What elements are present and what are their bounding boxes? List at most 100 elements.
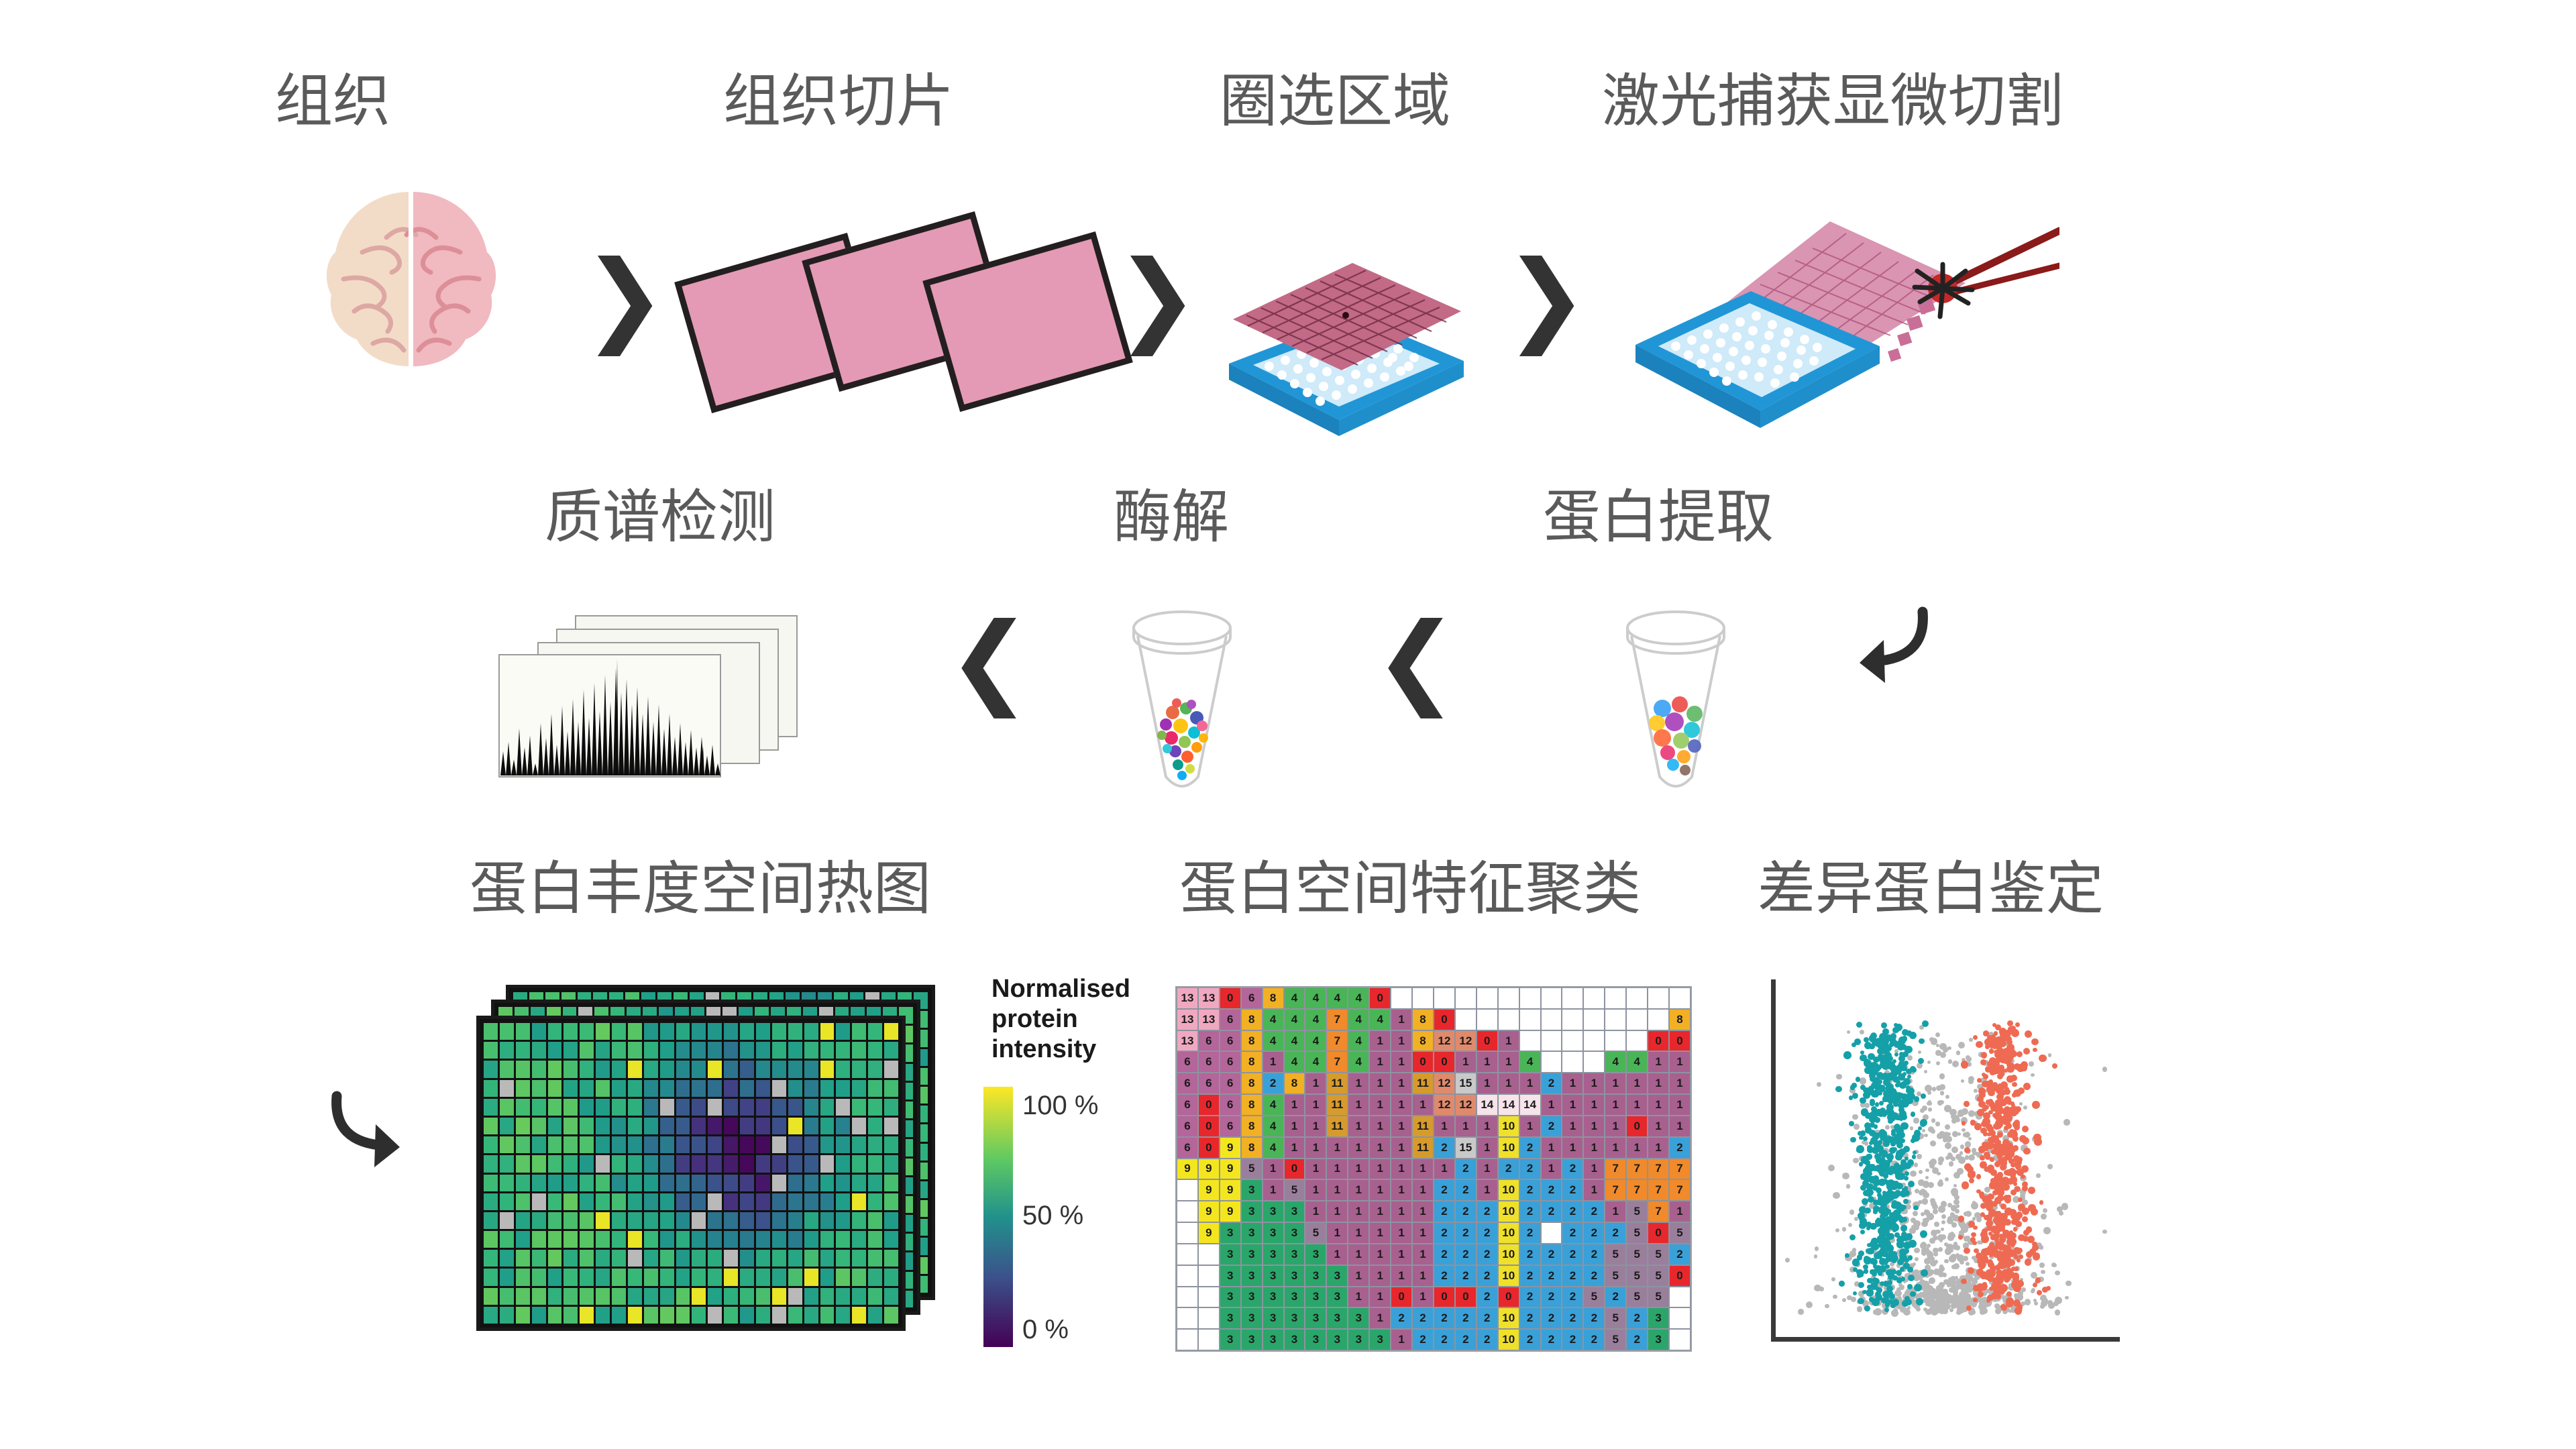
heatmap-cell <box>676 1212 690 1230</box>
heatmap-cell <box>547 1061 562 1078</box>
heatmap-cell <box>596 1042 610 1059</box>
volcano-point-ns <box>1951 1190 1959 1197</box>
volcano-point-down <box>1890 1131 1896 1136</box>
volcano-point-ns <box>1960 1282 1965 1287</box>
heatmap-cell <box>612 1136 626 1154</box>
cluster-cell: 2 <box>1433 1136 1455 1159</box>
volcano-point-ns <box>1939 1299 1943 1303</box>
heatmap-cell <box>836 1079 851 1097</box>
volcano-point-down <box>1906 1030 1913 1036</box>
heatmap-cell <box>676 1174 690 1191</box>
cluster-cell: 1 <box>1369 1286 1391 1308</box>
volcano-point-up <box>1998 1094 2004 1099</box>
volcano-point-up <box>1978 1091 1986 1098</box>
volcano-point-ns <box>1861 1140 1866 1145</box>
volcano-point-up <box>2035 1277 2041 1283</box>
volcano-point-ns <box>1814 1246 1819 1251</box>
volcano-point-ns <box>1935 1085 1942 1091</box>
heatmap-cell <box>596 1174 610 1191</box>
volcano-point-up <box>1991 1282 1998 1290</box>
volcano-point-ns <box>2102 1229 2107 1234</box>
volcano-point-ns <box>1932 1290 1939 1297</box>
volcano-point-down <box>1872 1132 1878 1138</box>
volcano-point-up <box>1982 1112 1990 1120</box>
volcano-point-up <box>2005 1052 2012 1060</box>
cluster-cell <box>1454 987 1477 1009</box>
volcano-point-ns <box>1920 1212 1925 1216</box>
volcano-point-ns <box>1986 1289 1990 1293</box>
volcano-point-ns <box>1966 1271 1972 1278</box>
heatmap-cell <box>531 1269 546 1286</box>
cluster-cell: 4 <box>1626 1051 1648 1073</box>
heatmap-cell <box>868 1136 883 1154</box>
volcano-point-down <box>1894 1232 1900 1238</box>
volcano-point-down <box>1864 1066 1872 1075</box>
heatmap-cell <box>515 1155 530 1173</box>
volcano-point-down <box>1887 1188 1892 1193</box>
volcano-point-up <box>2010 1209 2017 1216</box>
volcano-point-down <box>1913 1130 1921 1137</box>
volcano-point-down <box>1911 1155 1917 1159</box>
cluster-cell: 3 <box>1283 1307 1305 1330</box>
volcano-point-ns <box>1946 1243 1953 1251</box>
volcano-point-ns <box>1984 1138 1989 1143</box>
volcano-point-down <box>1905 1085 1911 1091</box>
heatmap-cell <box>499 1250 514 1267</box>
volcano-point-down <box>1902 1300 1909 1307</box>
volcano-point-ns <box>2028 1061 2034 1067</box>
heatmap-cell <box>627 1098 642 1116</box>
volcano-point-ns <box>1884 1069 1890 1076</box>
volcano-point-ns <box>1854 1281 1860 1287</box>
cluster-cell: 1 <box>1669 1051 1690 1073</box>
volcano-point-down <box>1892 1299 1899 1306</box>
volcano-point-down <box>1862 1197 1869 1205</box>
volcano-point-down <box>1915 1297 1923 1306</box>
volcano-point-down <box>1866 1289 1874 1297</box>
cluster-cell: 1 <box>1348 1201 1370 1223</box>
heatmap-cell <box>564 1117 578 1135</box>
volcano-point-up <box>2051 1063 2058 1069</box>
volcano-point-up <box>1991 1246 1998 1252</box>
volcano-point-ns <box>1964 1141 1972 1148</box>
volcano-point-up <box>1996 1106 2004 1114</box>
cluster-cell <box>1540 1051 1562 1073</box>
volcano-point-up <box>2001 1161 2007 1167</box>
volcano-point-down <box>1888 1042 1894 1047</box>
volcano-point-down <box>1908 1239 1917 1248</box>
volcano-point-down <box>1920 1093 1926 1099</box>
volcano-point-down <box>1880 1247 1885 1253</box>
volcano-point-down <box>1898 1107 1904 1114</box>
cluster-cell: 6 <box>1219 1051 1241 1073</box>
volcano-point-ns <box>1954 1295 1958 1300</box>
volcano-point-up <box>2015 1022 2021 1027</box>
heatmap-cell <box>836 1250 851 1267</box>
volcano-point-ns <box>1858 1291 1865 1297</box>
cluster-cell <box>1497 1008 1519 1030</box>
cluster-cell: 6 <box>1177 1051 1198 1073</box>
volcano-point-ns <box>1965 1293 1972 1299</box>
volcano-point-ns <box>1972 1289 1980 1297</box>
volcano-point-down <box>1900 1065 1908 1072</box>
volcano-point-up <box>2019 1134 2027 1142</box>
cluster-cell: 5 <box>1626 1243 1648 1265</box>
heatmap-cell <box>692 1023 706 1040</box>
volcano-point-ns <box>1930 1307 1935 1312</box>
volcano-point-ns <box>1902 1308 1911 1316</box>
volcano-point-up <box>1991 1034 1996 1039</box>
cluster-cell: 1 <box>1562 1094 1584 1116</box>
volcano-point-ns <box>1949 1275 1956 1282</box>
volcano-point-down <box>1890 1090 1896 1097</box>
cluster-cell: 3 <box>1219 1265 1241 1287</box>
volcano-point-down <box>1888 1056 1894 1062</box>
volcano-point-up <box>2004 1196 2012 1203</box>
volcano-point-up <box>1997 1159 2004 1165</box>
volcano-point-down <box>1872 1208 1878 1214</box>
volcano-point-up <box>1990 1234 1996 1240</box>
volcano-point-down <box>1890 1303 1896 1309</box>
volcano-point-down <box>1850 1136 1856 1143</box>
heatmap-cell <box>852 1042 867 1059</box>
heatmap-cell <box>852 1174 867 1191</box>
heatmap-cell <box>580 1079 594 1097</box>
cluster-cell: 7 <box>1648 1158 1670 1180</box>
